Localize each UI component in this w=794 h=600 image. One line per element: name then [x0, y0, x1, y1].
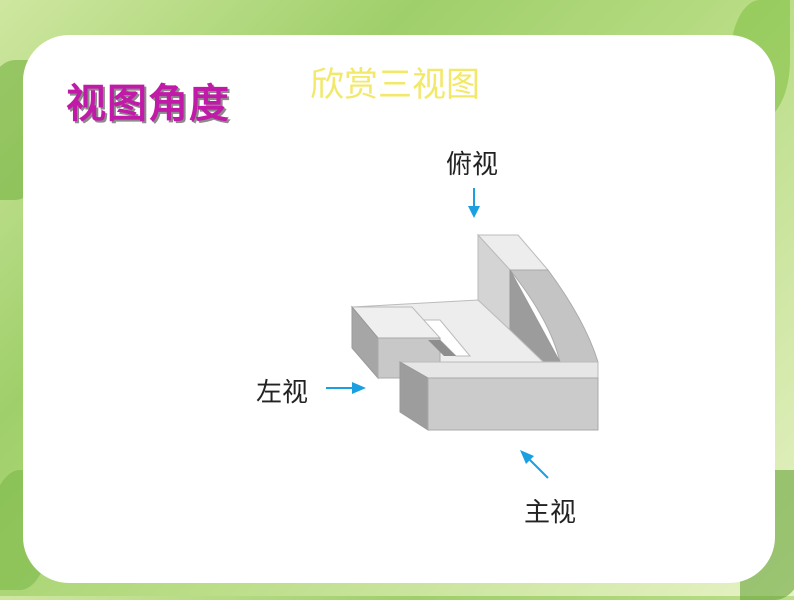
slide-subtitle: 欣赏三视图	[310, 65, 480, 105]
top-view-arrowhead	[468, 206, 480, 218]
front-view-arrowhead	[520, 450, 534, 464]
left-view-arrowhead	[352, 382, 366, 394]
left-view-label: 左视	[256, 378, 309, 408]
top-view-label: 俯视	[446, 150, 499, 180]
slide-title: 视图角度	[66, 80, 230, 127]
front-view-label: 主视	[524, 498, 577, 528]
front-view-arrow	[529, 459, 549, 479]
notch-inner	[428, 340, 456, 356]
front-slab-top	[398, 361, 599, 379]
front-slab-front-face	[427, 377, 599, 431]
